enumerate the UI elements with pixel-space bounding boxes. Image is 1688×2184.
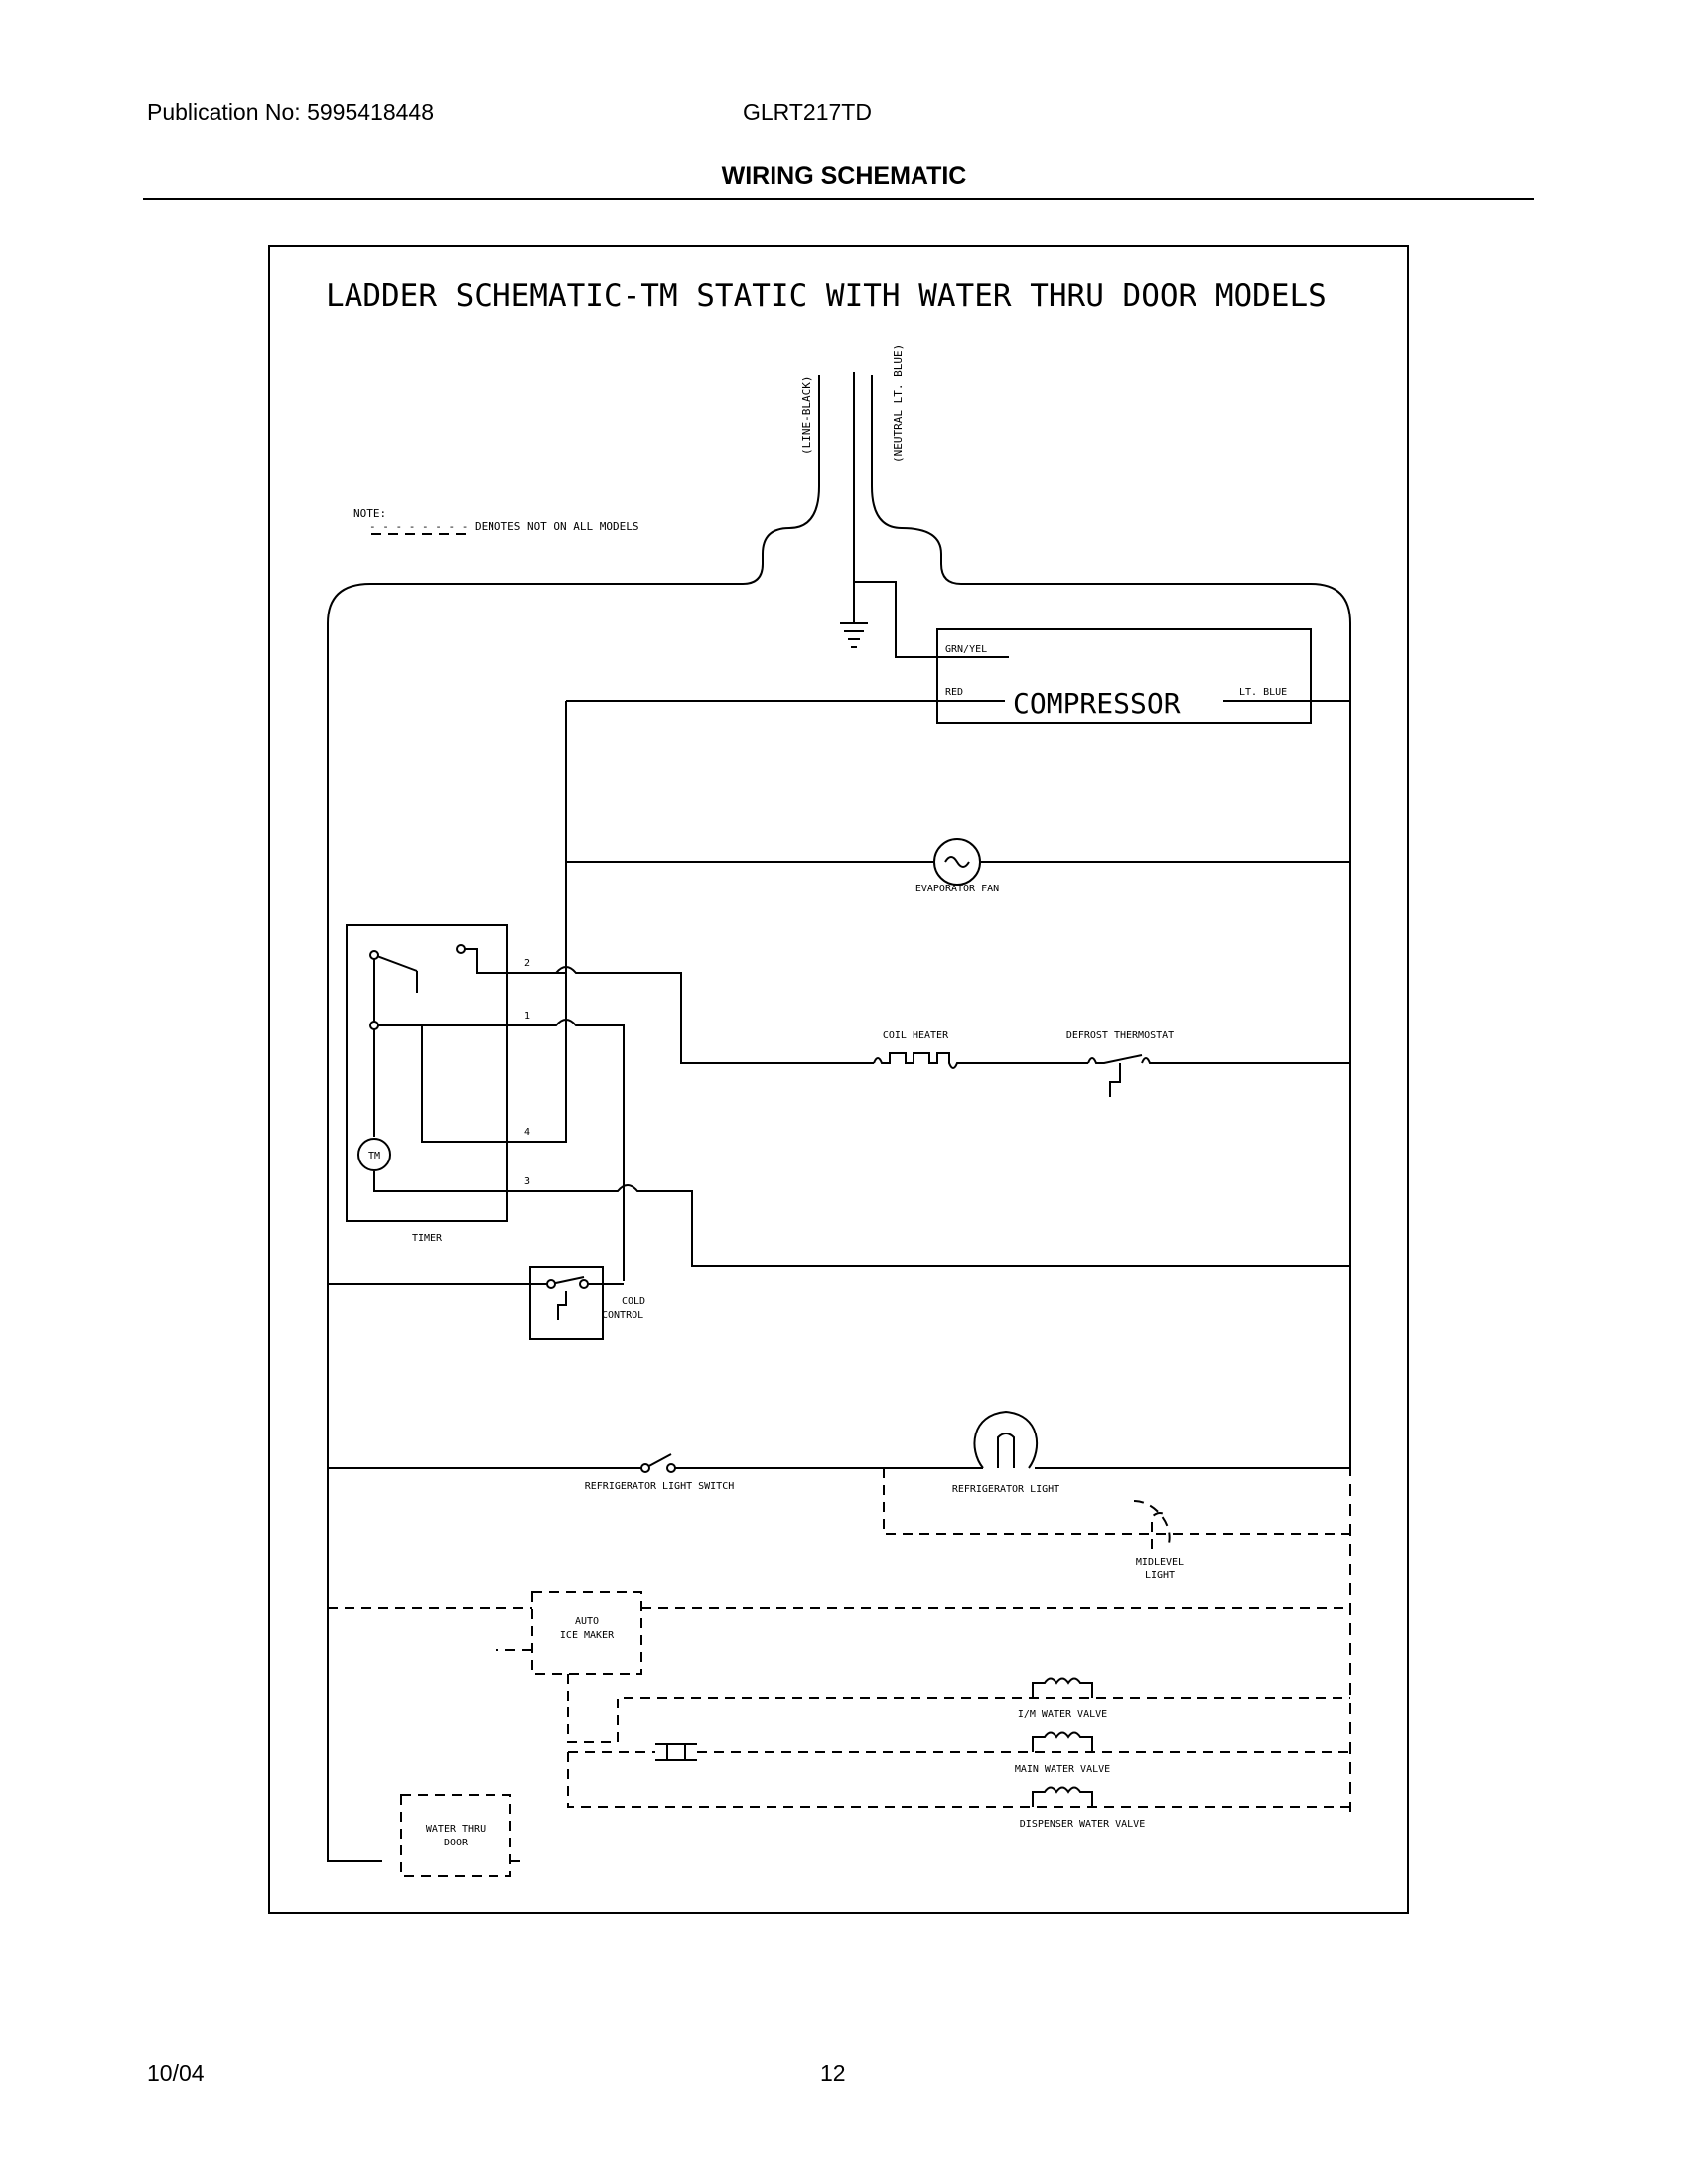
- timer-junction: [369, 1021, 379, 1030]
- evaporator-fan-symbol: [944, 856, 970, 868]
- lt-blue-label: LT. BLUE: [1239, 687, 1287, 698]
- connector-block: [655, 1743, 697, 1761]
- im-water-valve-wire: [567, 1674, 1350, 1743]
- timer-terminal-1: 1: [524, 1011, 530, 1022]
- cold-control-switch: [328, 1276, 624, 1320]
- defrost-thermostat-label: DEFROST THERMOSTAT: [1066, 1030, 1174, 1041]
- auto-ice-maker-label-line2: ICE MAKER: [560, 1630, 615, 1641]
- dispenser-water-valve-label: DISPENSER WATER VALVE: [1020, 1819, 1145, 1830]
- model-number: GLRT217TD: [743, 99, 872, 125]
- cold-control-terminal-left: [546, 1279, 556, 1289]
- coil-heater-label: COIL HEATER: [883, 1030, 949, 1041]
- timer-internal-wiring: [373, 955, 507, 1192]
- evaporator-fan-label: EVAPORATOR FAN: [915, 884, 999, 894]
- line-black-wire: [327, 375, 820, 1862]
- auto-ice-maker-box: [531, 1591, 642, 1675]
- line-black-label: (LINE-BLACK): [800, 376, 813, 455]
- cold-control-label-line2: CONTROL: [602, 1310, 643, 1321]
- coil-heater-symbol: [873, 1052, 1088, 1069]
- main-water-valve-label: MAIN WATER VALVE: [1015, 1764, 1110, 1775]
- page-number: 12: [820, 2060, 846, 2086]
- timer-motor: [357, 1138, 391, 1171]
- timer-terminal-2: 2: [524, 958, 530, 969]
- refrigerator-light-label: REFRIGERATOR LIGHT: [952, 1484, 1059, 1495]
- midlevel-light-label-line1: MIDLEVEL: [1136, 1557, 1184, 1568]
- dispenser-water-valve-wire: [567, 1752, 1350, 1808]
- grn-yel-label: GRN/YEL: [945, 644, 987, 655]
- main-water-valve-coil: [1032, 1731, 1093, 1752]
- im-water-valve-coil: [1032, 1677, 1093, 1698]
- diagram-title: LADDER SCHEMATIC-TM STATIC WITH WATER TH…: [326, 278, 1327, 314]
- section-title: WIRING SCHEMATIC: [721, 162, 967, 190]
- cold-control-terminal-right: [579, 1279, 589, 1289]
- timer-to-coil-heater-wire: [555, 966, 874, 1064]
- midlevel-light-wire: [883, 1468, 1350, 1535]
- timer-terminal-3-wire: [507, 1184, 1350, 1267]
- dispenser-water-valve-coil: [1032, 1786, 1093, 1807]
- auto-ice-maker-label-line1: AUTO: [575, 1616, 599, 1627]
- note-label: NOTE:: [353, 507, 386, 520]
- refrigerator-light-switch-label: REFRIGERATOR LIGHT SWITCH: [585, 1481, 735, 1492]
- compressor-box: [936, 628, 1312, 724]
- refrigerator-light-bulb: [973, 1410, 1039, 1469]
- light-switch-circuit: [328, 1453, 1350, 1469]
- timer-contact-terminal: [456, 944, 466, 954]
- grn-yel-wire: [854, 581, 1009, 658]
- timer-terminal-1-wire: [374, 1019, 625, 1281]
- defrost-thermostat-symbol: [1087, 1054, 1350, 1097]
- schematic-frame: [268, 245, 1409, 1914]
- red-label: RED: [945, 687, 963, 698]
- ground-symbol: [840, 372, 868, 648]
- timer-terminal-2-wire: [461, 948, 566, 974]
- neutral-label: (NEUTRAL LT. BLUE): [892, 344, 905, 463]
- note-text: - - - - - - - - DENOTES NOT ON ALL MODEL…: [369, 520, 639, 533]
- publication-number: Publication No: 5995418448: [147, 99, 435, 125]
- timer-terminal-4: 4: [524, 1127, 530, 1138]
- evaporator-fan-motor: [933, 838, 981, 886]
- neutral-wire: [871, 375, 1351, 1464]
- midlevel-light-bulb: [1133, 1500, 1171, 1550]
- water-thru-door-label-line2: DOOR: [444, 1838, 469, 1848]
- timer-terminal-3: 3: [524, 1176, 530, 1187]
- timer-switch-blade: [373, 954, 418, 993]
- timer-box: [346, 924, 508, 1222]
- water-thru-door-label-line1: WATER THRU: [426, 1824, 486, 1835]
- midlevel-light-label-line2: LIGHT: [1145, 1570, 1175, 1581]
- header-rule: [143, 198, 1534, 200]
- light-switch-terminal-right: [666, 1463, 676, 1473]
- water-thru-door-box: [400, 1794, 511, 1877]
- timer-label: TIMER: [412, 1233, 443, 1244]
- compressor-label: COMPRESSOR: [1013, 687, 1181, 720]
- light-switch-terminal-left: [640, 1463, 650, 1473]
- timer-common-terminal: [369, 950, 379, 960]
- cold-control-label-line1: COLD: [622, 1297, 645, 1307]
- im-water-valve-label: I/M WATER VALVE: [1018, 1709, 1107, 1720]
- footer-date: 10/04: [147, 2060, 205, 2086]
- cold-control-box: [529, 1266, 604, 1340]
- timer-motor-label: TM: [368, 1151, 380, 1161]
